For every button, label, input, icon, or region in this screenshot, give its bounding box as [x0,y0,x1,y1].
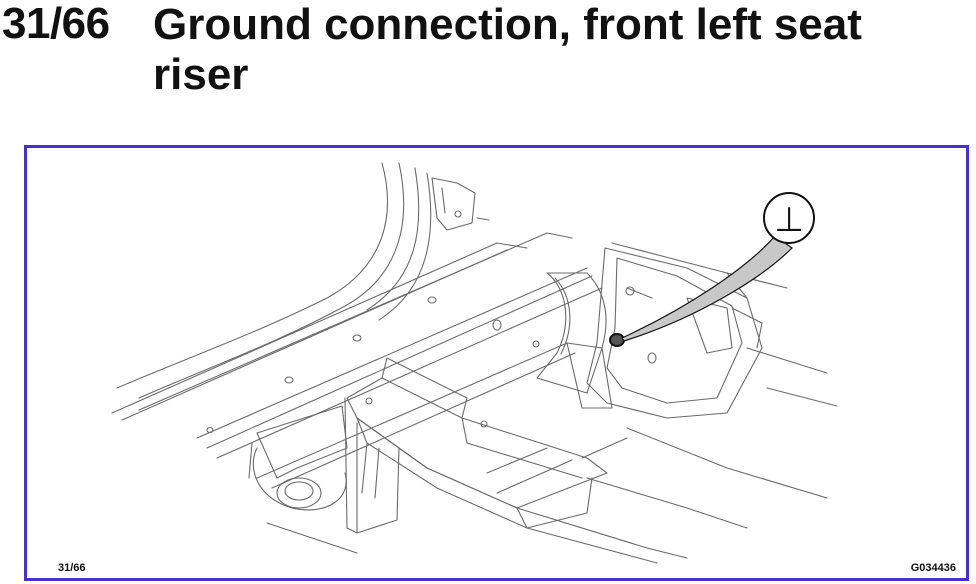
ground-symbol-callout: ⊥ [763,192,815,244]
seat-riser-illustration: ⊥ [111,162,838,564]
callout-leader [621,235,793,342]
figure-frame: ⊥ 31/66 G034436 [24,145,969,581]
line-drawing [111,162,838,564]
page-ref-number: 31/66 [2,0,110,48]
ground-symbol-icon: ⊥ [774,200,804,240]
ground-bolt-marker [609,333,625,347]
figure-ref-label: 31/66 [58,562,86,574]
figure-image-code: G034436 [910,562,956,574]
page-title: Ground connection, front left seat riser [153,0,862,99]
